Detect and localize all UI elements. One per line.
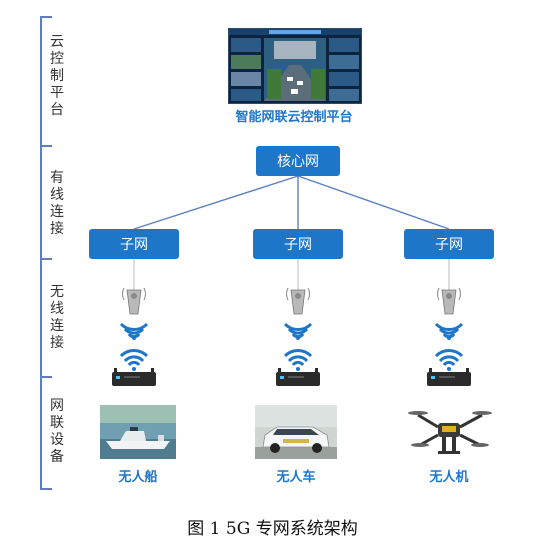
wifi-signal-icon — [283, 322, 313, 340]
device-label-boat: 无人船 — [118, 470, 158, 485]
subnet-box-1: 子网 — [89, 229, 179, 259]
layer-label-cloud: 云控制平台 — [50, 34, 64, 118]
device-label-car: 无人车 — [276, 470, 316, 485]
layer-bracket-vertical — [40, 16, 42, 490]
figure-caption: 图 1 5G 专网系统架构 — [187, 519, 358, 539]
layer-tick — [40, 145, 52, 147]
dashboard-illustration — [229, 29, 361, 101]
layer-label-wireless: 无线连接 — [50, 284, 64, 351]
device-label-drone: 无人机 — [429, 470, 469, 485]
layer-tick — [40, 488, 52, 490]
cpe-router-icon — [276, 368, 320, 386]
subnet-box-2: 子网 — [253, 229, 343, 259]
wifi-signal-icon — [119, 349, 149, 371]
layer-label-devices: 网联设备 — [50, 398, 64, 465]
layer-tick — [40, 16, 52, 18]
layer-label-wired: 有线连接 — [50, 170, 64, 237]
wifi-signal-icon — [434, 349, 464, 371]
layer-tick — [40, 258, 52, 260]
base-station-icon — [437, 287, 461, 315]
unmanned-boat-image — [100, 405, 176, 459]
base-station-icon — [122, 287, 146, 315]
platform-label: 智能网联云控制平台 — [235, 110, 353, 125]
unmanned-car-image — [255, 405, 337, 459]
subnet-box-3: 子网 — [404, 229, 494, 259]
base-station-icon — [286, 287, 310, 315]
wifi-signal-icon — [283, 349, 313, 371]
cpe-router-icon — [112, 368, 156, 386]
core-network-box: 核心网 — [256, 146, 340, 176]
platform-dashboard-image — [228, 28, 362, 104]
wifi-signal-icon — [119, 322, 149, 340]
wifi-signal-icon — [434, 322, 464, 340]
layer-tick — [40, 376, 52, 378]
cpe-router-icon — [427, 368, 471, 386]
drone-image — [408, 411, 492, 454]
